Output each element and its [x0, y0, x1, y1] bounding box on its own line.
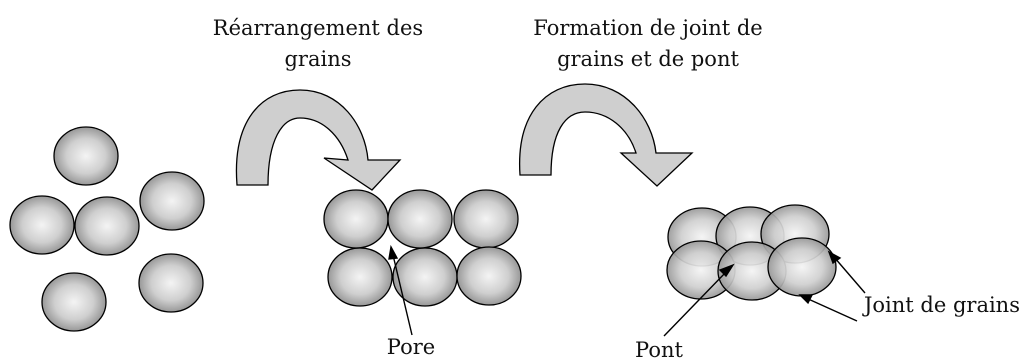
- pont-pointer-line: [663, 270, 728, 337]
- joint-pointer-line-2: [805, 297, 858, 322]
- pore-label: Pore: [387, 335, 435, 359]
- pont-pointer-head: [718, 263, 735, 278]
- packed-grain: [456, 246, 522, 306]
- pont-label: Pont: [635, 338, 683, 360]
- loose-grain: [138, 253, 204, 313]
- loose-grain: [74, 196, 140, 256]
- loose-grain: [53, 126, 119, 186]
- packed-grain: [453, 189, 519, 249]
- loose-grain: [41, 272, 107, 332]
- joint-pointer-line-1: [833, 256, 866, 294]
- sintered-grain: [767, 237, 837, 297]
- loose-grain: [139, 171, 205, 231]
- sintered-grains-group: [666, 204, 837, 301]
- loose-grain: [9, 195, 75, 255]
- step2-title-line1: Formation de joint de: [533, 16, 762, 40]
- pore-pointer-line: [392, 254, 413, 336]
- packed-grain: [387, 189, 453, 249]
- packed-grain: [327, 247, 393, 307]
- packed-grain: [323, 189, 389, 249]
- packed-grains-group: [323, 189, 522, 307]
- joint-de-grains-label: Joint de grains: [862, 293, 1019, 317]
- joint-pointer-head-2: [798, 294, 814, 305]
- step2-title-line2: grains et de pont: [557, 47, 739, 71]
- loose-grains-group: [9, 126, 205, 332]
- pore-pointer-head: [388, 244, 399, 260]
- curved-arrow-1: [235, 89, 402, 191]
- step1-title-line1: Réarrangement des: [213, 16, 423, 40]
- step1-title-line2: grains: [284, 47, 351, 71]
- curved-arrow-2: [519, 83, 694, 187]
- joint-pointer-head-1: [827, 250, 842, 265]
